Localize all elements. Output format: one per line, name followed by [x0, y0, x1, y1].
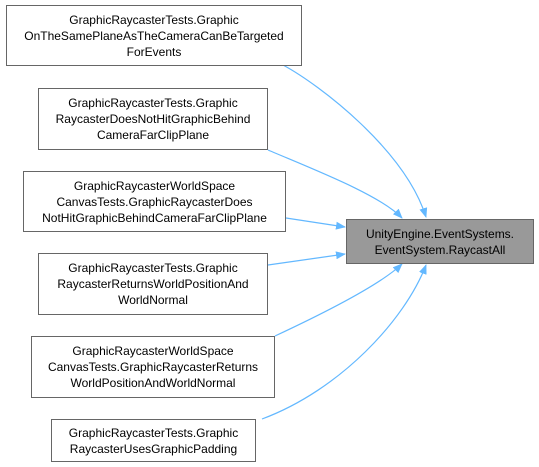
edge-caller-6 — [261, 264, 427, 420]
caller-node-1[interactable]: GraphicRaycasterTests.Graphic OnTheSameP… — [6, 5, 302, 66]
target-node-line-1: UnityEngine.EventSystems. — [365, 226, 515, 241]
caller-node-1-line-3: ForEvents — [126, 44, 182, 59]
caller-node-2-line-2: RaycasterDoesNotHitGraphicBehind — [55, 112, 251, 126]
caller-node-3-line-2: CanvasTests.GraphicRaycasterDoes — [56, 194, 253, 209]
caller-node-3-line-1: GraphicRaycasterWorldSpace — [73, 178, 236, 193]
caller-node-5[interactable]: GraphicRaycasterWorldSpace CanvasTests.G… — [31, 336, 275, 398]
edge-caller-4 — [267, 251, 346, 266]
caller-node-5-line-3: WorldPositionAndWorldNormal — [70, 376, 236, 390]
caller-node-2[interactable]: GraphicRaycasterTests.Graphic RaycasterD… — [38, 88, 268, 150]
caller-node-5-line-2: CanvasTests.GraphicRaycasterReturns — [47, 360, 259, 374]
caller-node-6-line-2: RaycasterUsesGraphicPadding — [69, 441, 238, 456]
caller-node-3-line-3: NotHitGraphicBehindCameraFarClipPlane — [42, 210, 267, 225]
edge-caller-5 — [274, 263, 403, 337]
target-node[interactable]: UnityEngine.EventSystems. EventSystem.Ra… — [346, 219, 534, 264]
caller-node-6-line-1: GraphicRaycasterTests.Graphic — [68, 425, 239, 440]
caller-node-2-line-1: GraphicRaycasterTests.Graphic — [68, 96, 238, 110]
caller-node-1-line-2: OnTheSamePlaneAsTheCameraCanBeTargeted — [24, 28, 284, 43]
caller-node-2-line-3: CameraFarClipPlane — [96, 128, 210, 142]
caller-node-5-line-1: GraphicRaycasterWorldSpace — [72, 344, 234, 358]
edge-caller-1 — [282, 64, 428, 218]
caller-node-4[interactable]: GraphicRaycasterTests.Graphic RaycasterR… — [38, 253, 268, 315]
edge-caller-3 — [285, 217, 346, 230]
caller-node-3[interactable]: GraphicRaycasterWorldSpace CanvasTests.G… — [23, 171, 286, 232]
target-node-line-2: EventSystem.RaycastAll — [374, 242, 506, 257]
caller-node-6[interactable]: GraphicRaycasterTests.Graphic RaycasterU… — [51, 419, 256, 462]
caller-node-1-line-1: GraphicRaycasterTests.Graphic — [69, 12, 239, 27]
caller-node-4-line-2: RaycasterReturnsWorldPositionAnd — [57, 277, 249, 291]
caller-node-4-line-3: WorldNormal — [118, 293, 188, 307]
caller-node-4-line-1: GraphicRaycasterTests.Graphic — [68, 261, 238, 275]
edge-caller-2 — [267, 149, 403, 219]
